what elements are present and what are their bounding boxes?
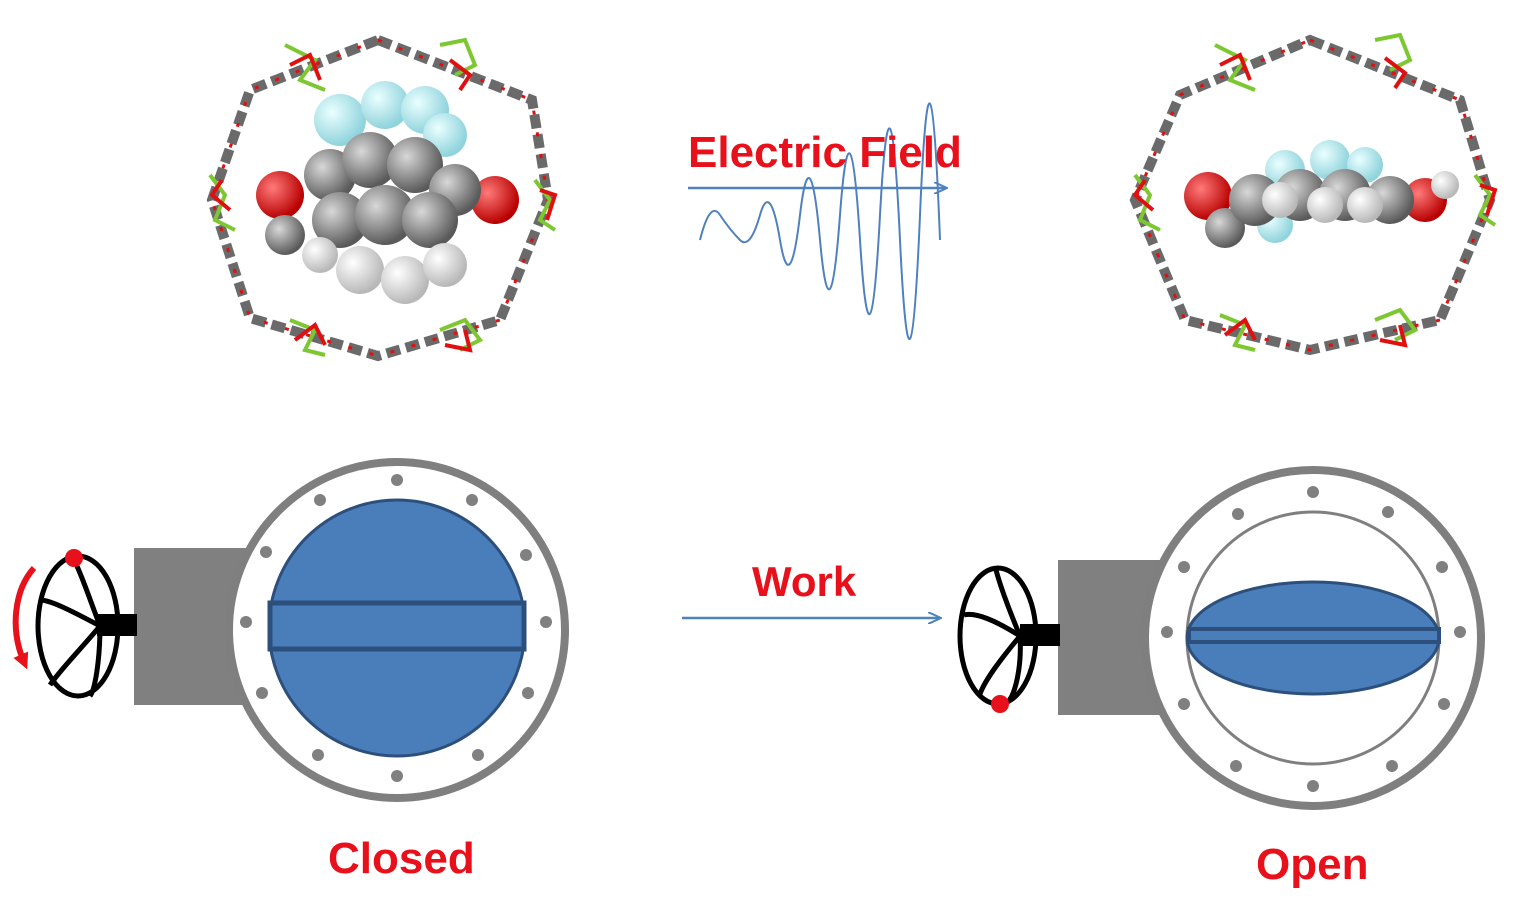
metal-node-cluster — [1132, 32, 1498, 352]
rotor-molecule-parallel — [1184, 140, 1459, 248]
metal-node-cluster — [208, 37, 558, 357]
mof-pore-closed — [206, 34, 558, 362]
closed-label: Closed — [328, 834, 475, 883]
disc-shaft — [1187, 627, 1441, 644]
mof-pore-open — [1129, 32, 1498, 356]
flange-bolts — [240, 474, 552, 782]
handwheel-marker — [65, 549, 83, 567]
valve-stem — [1020, 624, 1060, 646]
open-label: Open — [1256, 840, 1369, 889]
electric-field-label: Electric Field — [688, 128, 962, 177]
work-label: Work — [752, 558, 857, 605]
disc-shaft — [267, 600, 527, 652]
sine-wave-icon — [699, 102, 941, 340]
butterfly-valve-closed — [12, 458, 569, 802]
handwheel-marker — [991, 695, 1009, 713]
rotation-arrow-icon — [12, 565, 37, 670]
flange-bolts — [1161, 486, 1466, 792]
rotor-molecule-perpendicular — [256, 81, 519, 304]
butterfly-valve-open — [957, 466, 1485, 810]
